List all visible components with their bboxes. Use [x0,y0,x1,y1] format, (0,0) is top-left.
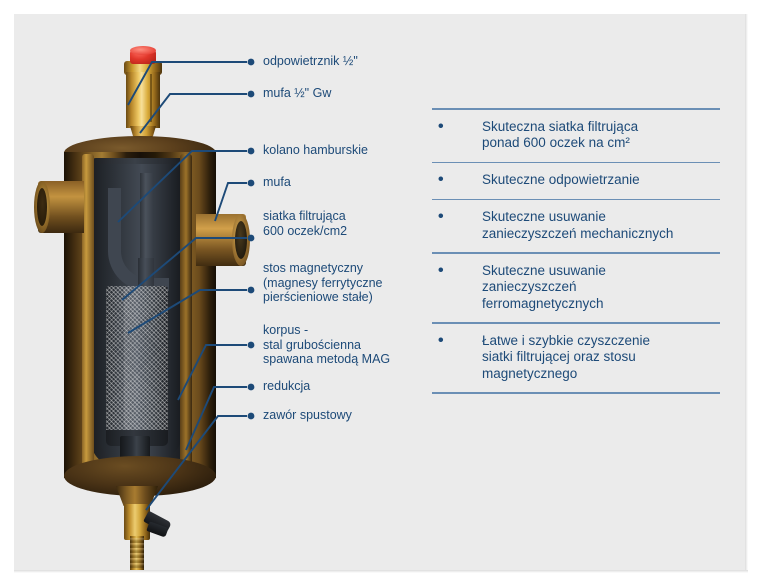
feature-item: • Łatwe i szybkie czyszczenie siatki fil… [432,324,720,393]
feature-rule [432,252,720,254]
feature-rule [432,198,720,201]
bullet-icon: • [438,171,444,189]
drain-hose-nipple [130,536,144,570]
socket-right-bore [235,221,247,259]
feature-text: Skuteczne usuwanie zanieczyszczeń ferrom… [482,262,606,311]
callout-siatka: siatka filtrująca 600 oczek/cm2 [263,209,348,238]
callout-kolano: kolano hamburskie [263,143,368,157]
feature-text: Łatwe i szybkie czyszczenie siatki filtr… [482,332,651,381]
features-list: • Skuteczna siatka filtrująca ponad 600 … [432,108,720,395]
feature-rule [432,108,720,110]
callout-stos: stos magnetyczny (magnesy ferrytyczne pi… [263,261,383,304]
drain-hose-ribs [130,538,144,568]
vessel-cut-wall-right [180,154,192,470]
feature-item: • Skuteczne usuwanie zanieczyszczeń ferr… [432,254,720,323]
callout-mufa: mufa [263,175,291,189]
air-vent-body [126,72,160,128]
air-vent-cap-top [130,46,156,55]
callout-redukcja: redukcja [263,379,311,393]
product-render [20,18,250,570]
panel-bottom-edge [14,570,748,573]
callout-mufa-gw: mufa ½" Gw [263,86,332,100]
callout-korpus: korpus - stal grubościenna spawana metod… [263,323,391,366]
panel-right-edge [745,14,748,570]
callout-odpowietrznik: odpowietrznik ½" [263,54,358,68]
bullet-icon: • [438,117,444,135]
bullet-icon: • [438,331,444,349]
feature-rule [432,392,720,395]
reduction-fitting [116,486,158,506]
hamburg-elbow-riser [140,173,154,263]
vessel-cut-wall-left [82,154,94,470]
bullet-icon: • [438,261,444,279]
bullet-icon: • [438,208,444,226]
feature-rule [432,161,720,164]
filter-mesh-highlight [124,288,138,436]
feature-text: Skuteczne usuwanie zanieczyszczeń mechan… [482,209,674,241]
feature-item: • Skuteczne odpowietrzanie [432,163,720,199]
feature-text: Skuteczna siatka filtrująca ponad 600 oc… [482,118,639,151]
feature-item: • Skuteczna siatka filtrująca ponad 600 … [432,110,720,162]
air-vent-seam [150,74,152,122]
callout-zawor: zawór spustowy [263,408,352,422]
socket-left-bore [37,188,47,226]
feature-text: Skuteczne odpowietrzanie [482,172,640,188]
feature-rule [432,322,720,324]
feature-item: • Skuteczne usuwanie zanieczyszczeń mech… [432,200,720,252]
